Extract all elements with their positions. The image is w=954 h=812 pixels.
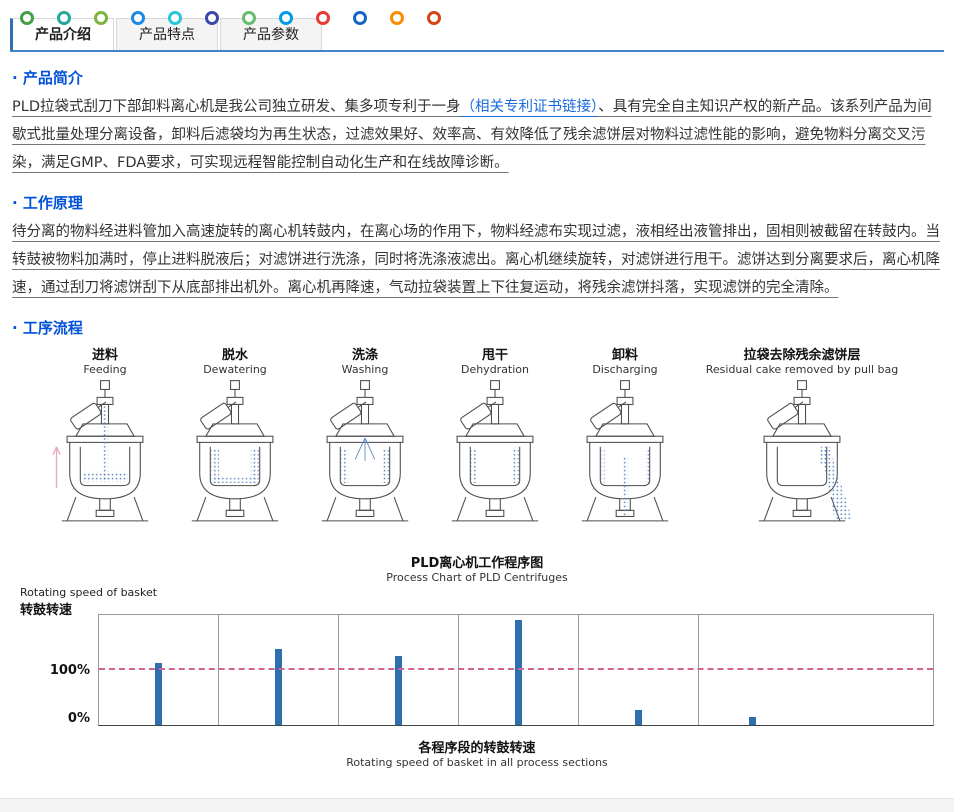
centrifuge-diagram [52,380,149,522]
section-heading-principle: · 工作原理 [12,194,83,212]
stage-label-en: Dewatering [203,363,267,376]
speed-bar [394,656,402,725]
chart-subtitle: Rotating speed of basket in all process … [346,756,608,769]
stage-label-zh: 拉袋去除残余滤饼层 [743,348,861,363]
chart-ylabel-zh: 转鼓转速 [20,603,73,618]
process-stage: 拉袋去除残余滤饼层 Residual cake removed by pull … [695,344,909,550]
section-heading-intro: · 产品简介 [12,69,83,87]
speed-bar [634,710,642,725]
process-stage: 甩干 Dehydration [435,344,555,550]
speed-bar [154,663,162,725]
logo-icon [94,11,108,25]
diagram-caption-en: Process Chart of PLD Centrifuges [386,571,568,584]
section-heading-process: · 工序流程 [12,319,83,337]
process-stage: 卸料 Discharging [565,344,685,550]
reference-line-100 [99,668,933,670]
chart-caption: 各程序段的转鼓转速 Rotating speed of basket in al… [12,737,942,769]
material-dewatering [211,447,259,483]
speed-bar [514,619,522,725]
centrifuge-diagram [321,380,409,522]
logo-icon [20,11,34,25]
stage-label-zh: 脱水 [221,348,248,363]
material-discharging [601,447,649,517]
stage-label-en: Feeding [83,363,127,376]
logo-icon [390,11,404,25]
chart-section-1 [219,615,339,725]
diagram-caption: PLD离心机工作程序图 Process Chart of PLD Centrif… [12,552,942,584]
speed-bar [274,648,282,725]
centrifuge-diagram [581,380,669,522]
chart-section-0 [99,615,219,725]
y-tick-0: 0% [67,711,90,726]
y-tick-100: 100% [49,663,90,678]
logo-icon [131,11,145,25]
stage-row: 进料 Feeding [12,344,942,550]
logo-icon [353,11,367,25]
stage-label-zh: 进料 [91,348,118,363]
intro-text-before-link: PLD拉袋式刮刀下部卸料离心机是我公司独立研发、集多项专利于一身 [12,99,461,115]
logo-icon [316,11,330,25]
material-dehydration [471,447,519,483]
centrifuge-diagram [191,380,279,522]
principle-paragraph: 待分离的物料经进料管加入高速旋转的离心机转鼓内，在离心场的作用下，物料经滤布实现… [12,224,940,296]
chart-section-3 [459,615,579,725]
centrifuge-diagram [758,380,853,522]
stage-label-en: Washing [341,363,389,376]
process-stage: 脱水 Dewatering [175,344,295,550]
intro-paragraph: PLD拉袋式刮刀下部卸料离心机是我公司独立研发、集多项专利于一身（相关专利证书链… [12,93,942,177]
stage-label-zh: 卸料 [611,348,638,363]
logo-icon [57,11,71,25]
tab-bar: 产品介绍产品特点产品参数 [10,18,944,52]
chart-plot [98,614,934,726]
process-stage: 洗涤 Washing [305,344,425,550]
main-content: · 产品简介 PLD拉袋式刮刀下部卸料离心机是我公司独立研发、集多项专利于一身（… [0,67,954,769]
stage-label-zh: 洗涤 [351,348,378,363]
tab-product-params[interactable]: 产品参数 [220,18,322,50]
speed-bar [748,717,756,725]
chart-section-5 [699,615,933,725]
diagram-caption-zh: PLD离心机工作程序图 [410,556,544,571]
stage-label-zh: 甩干 [481,348,508,363]
stage-label-en: Residual cake removed by pull bag [705,363,899,376]
logo-icon [279,11,293,25]
stage-label-en: Dehydration [460,363,530,376]
stage-label-en: Discharging [592,363,658,376]
logo-icon [427,11,441,25]
speed-chart: Rotating speed of basket 转鼓转速 100% 0% [12,586,942,734]
logo-icon [205,11,219,25]
centrifuge-diagram [451,380,539,522]
logo-icon [168,11,182,25]
intro-text-after-link: 、具有完全自主知识产权的新产品。该系列产品为间歇式批量处理分离设备，卸料后滤袋均… [12,99,932,171]
patent-certificates-link[interactable]: （相关专利证书链接） [460,99,599,115]
material-feeding [52,406,128,489]
chart-title: 各程序段的转鼓转速 [418,741,536,756]
logo-row [20,11,441,25]
chart-section-4 [579,615,699,725]
material-pull-bag [818,446,853,520]
chart-ylabel-en: Rotating speed of basket [20,586,158,599]
process-stage: 进料 Feeding [45,344,165,550]
logo-icon [242,11,256,25]
chart-section-2 [339,615,459,725]
material-washing [341,437,389,483]
footer-band [0,798,954,812]
